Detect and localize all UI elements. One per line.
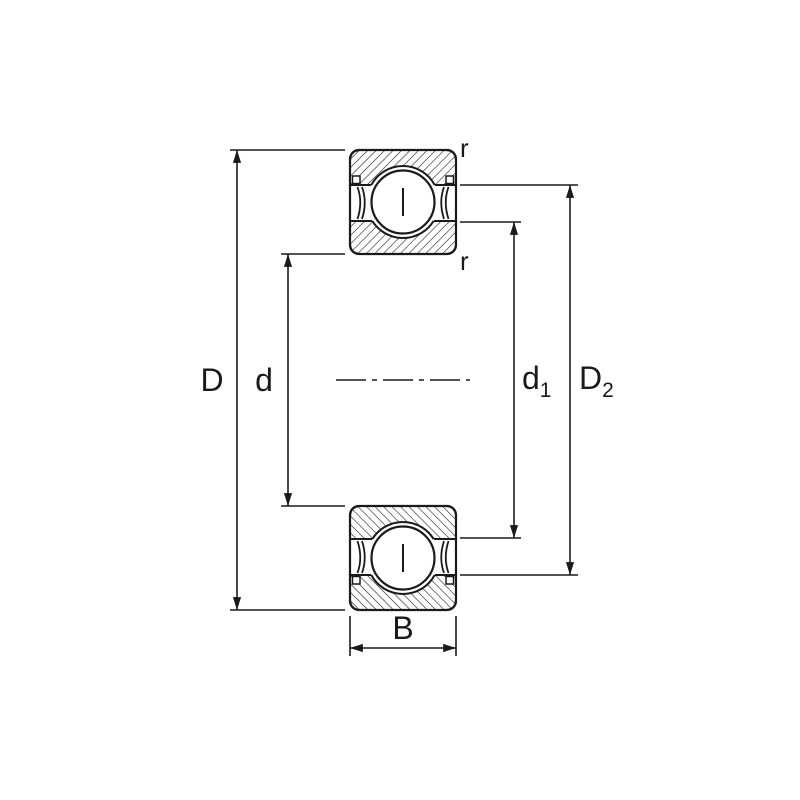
bearing-cross-section-top	[348, 148, 458, 256]
dimension-d1: d1	[460, 221, 551, 539]
dimension-d: d	[255, 253, 345, 507]
dimension-D2-label: D2	[579, 360, 614, 402]
radius-label-outer: r	[460, 133, 469, 163]
dimension-d-label: d	[255, 362, 273, 398]
raceway-groove-outer	[370, 165, 436, 186]
shield-anchor-left	[351, 175, 361, 185]
dimension-d1-label: d1	[522, 360, 551, 402]
dimension-B-label: B	[392, 610, 413, 646]
dimension-D: D	[200, 149, 345, 611]
dimension-D2: D2	[460, 184, 614, 576]
dimension-B: B	[349, 610, 457, 656]
dimension-D-label: D	[200, 362, 223, 398]
bearing-cross-section-bottom	[348, 504, 458, 612]
shield-right	[440, 186, 450, 220]
shield-anchor-right	[445, 175, 455, 185]
radius-label-inner: r	[460, 246, 469, 276]
shield-left	[356, 186, 366, 220]
raceway-groove-inner	[371, 220, 435, 239]
